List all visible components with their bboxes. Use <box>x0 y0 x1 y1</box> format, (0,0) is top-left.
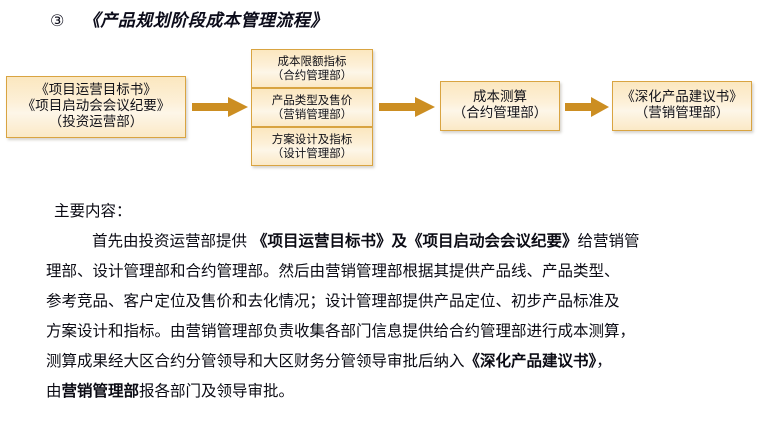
arrow-input-to-stack-icon <box>192 96 248 118</box>
line-5-part-c: ， <box>596 352 612 370</box>
line-6-bold-dept: 营销管理部 <box>61 382 140 400</box>
box-output-line-1: 《深化产品建议书》 <box>621 89 743 106</box>
body-text-block: 主要内容： 首先由投资运营部提供 《项目运营目标书》及《项目启动会会议纪要》给营… <box>46 196 746 406</box>
line-1-part-c: 给营销管 <box>577 232 640 250</box>
paragraph-line-2: 理部、设计管理部和合约管理部。然后由营销管理部根据其提供产品线、产品类型、 <box>46 262 620 280</box>
title-marker: ③ <box>50 11 65 30</box>
arrow-stack-to-calc-icon <box>379 96 435 118</box>
flow-box-product-type-price: 产品类型及售价 （营销管理部） <box>251 88 373 127</box>
box-stack-1-line-1: 产品类型及售价 <box>271 92 353 107</box>
flow-diagram: 《项目运营目标书》 《项目启动会会议纪要》 （投资运营部） 成本限额指标 （合约… <box>0 0 757 190</box>
line-6-part-c: 报各部门及领导审批。 <box>139 382 295 400</box>
arrow-calc-to-output-icon <box>565 96 609 118</box>
line-1-part-a: 首先由投资运营部提供 <box>92 232 252 250</box>
intro-label: 主要内容： <box>54 202 132 220</box>
paragraph-line-5: 测算成果经大区合约分管领导和大区财务分管领导审批后纳入《深化产品建议书》， <box>46 346 746 376</box>
flow-box-output-proposal: 《深化产品建议书》 （营销管理部） <box>612 81 752 131</box>
line-5-bold-proposal: 《深化产品建议书》 <box>464 352 597 370</box>
flow-box-scheme-design: 方案设计及指标 （设计管理部） <box>251 127 373 166</box>
flow-box-stack-group: 成本限额指标 （合约管理部） 产品类型及售价 （营销管理部） 方案设计及指标 （… <box>251 49 373 167</box>
line-5-part-a: 测算成果经大区合约分管领导和大区财务分管领导审批后纳入 <box>46 352 465 370</box>
paragraph-line-1: 首先由投资运营部提供 《项目运营目标书》及《项目启动会会议纪要》给营销管 <box>46 226 746 256</box>
paragraph-line-4: 方案设计和指标。由营销管理部负责收集各部门信息提供给合约管理部进行成本测算， <box>46 322 636 340</box>
box-stack-1-line-2: （营销管理部） <box>271 106 353 121</box>
box-stack-0-line-1: 成本限额指标 <box>277 53 347 68</box>
flow-box-cost-calculation: 成本测算 （合约管理部） <box>440 81 560 131</box>
box-calc-line-1: 成本测算 <box>473 89 527 106</box>
page-title: ③ 《产品规划阶段成本管理流程》 <box>50 6 328 31</box>
box-calc-line-2: （合约管理部） <box>452 105 548 121</box>
line-1-bold-docs: 《项目运营目标书》及《项目启动会会议纪要》 <box>251 232 578 250</box>
paragraph-line-3: 参考竞品、客户定位及售价和去化情况；设计管理部提供产品定位、初步产品标准及 <box>46 292 620 310</box>
box-input-line-3: （投资运营部） <box>48 113 144 130</box>
line-6-part-a: 由 <box>46 382 62 400</box>
box-input-line-2: 《项目启动会会议纪要》 <box>21 98 171 115</box>
title-text: 《产品规划阶段成本管理流程》 <box>82 11 328 31</box>
box-stack-2-line-1: 方案设计及指标 <box>271 131 353 146</box>
box-input-line-1: 《项目运营目标书》 <box>35 82 157 99</box>
flow-box-cost-limit: 成本限额指标 （合约管理部） <box>251 49 373 88</box>
box-stack-0-line-2: （合约管理部） <box>271 67 353 82</box>
box-output-line-2: （营销管理部） <box>634 105 730 121</box>
paragraph-line-6: 由营销管理部报各部门及领导审批。 <box>46 376 746 406</box>
flow-box-input-documents: 《项目运营目标书》 《项目启动会会议纪要》 （投资运营部） <box>6 76 186 138</box>
box-stack-2-line-2: （设计管理部） <box>271 145 353 160</box>
